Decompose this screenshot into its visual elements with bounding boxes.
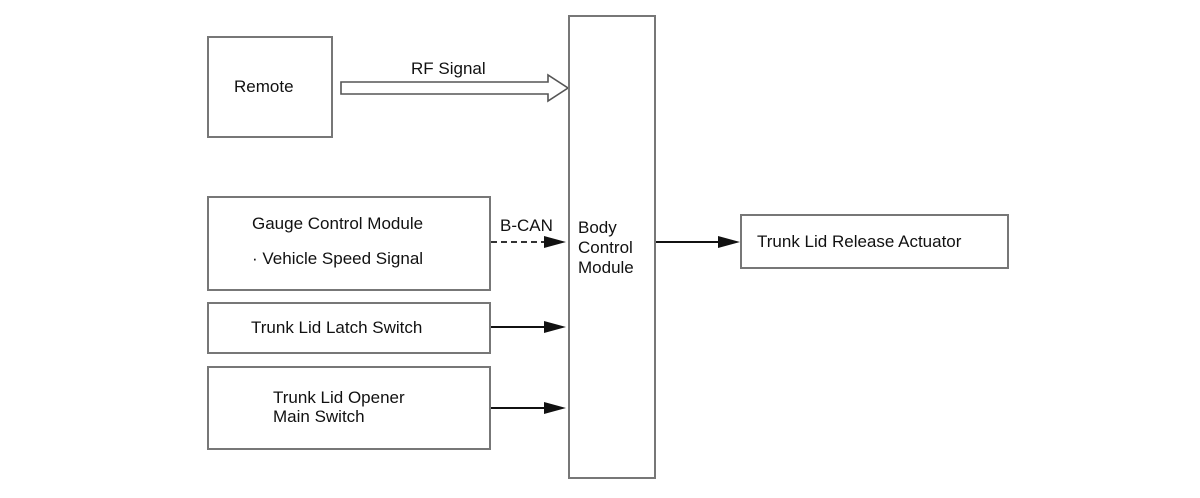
remote-label: Remote bbox=[234, 77, 294, 96]
trunk-lid-release-actuator-label: Trunk Lid Release Actuator bbox=[757, 232, 962, 251]
opener-main-switch-block bbox=[207, 366, 491, 450]
latch-switch-arrowhead bbox=[544, 321, 566, 333]
bcm-label-line3: Module bbox=[578, 258, 634, 277]
trunk-lid-release-actuator-block bbox=[740, 214, 1009, 269]
latch-switch-block bbox=[207, 302, 491, 354]
remote-block bbox=[207, 36, 333, 138]
vehicle-speed-signal-label: · Vehicle Speed Signal bbox=[252, 249, 424, 268]
bcm-label-line1: Body bbox=[578, 218, 617, 237]
bcan-label: B-CAN bbox=[500, 216, 553, 235]
body-control-module-block bbox=[568, 15, 656, 479]
opener-switch-arrowhead bbox=[544, 402, 566, 414]
gauge-control-module-label: Gauge Control Module bbox=[252, 214, 424, 233]
bcm-label-line2: Control bbox=[578, 238, 633, 257]
gauge-control-module-block bbox=[207, 196, 491, 291]
rf-signal-arrow bbox=[340, 73, 570, 103]
actuator-arrowhead bbox=[718, 236, 740, 248]
opener-main-switch-label-line1: Trunk Lid Opener bbox=[273, 388, 405, 407]
latch-switch-label: Trunk Lid Latch Switch bbox=[251, 318, 423, 337]
opener-main-switch-label-line2: Main Switch bbox=[273, 407, 365, 426]
rf-signal-label: RF Signal bbox=[411, 59, 486, 78]
bcan-arrowhead bbox=[544, 236, 566, 248]
